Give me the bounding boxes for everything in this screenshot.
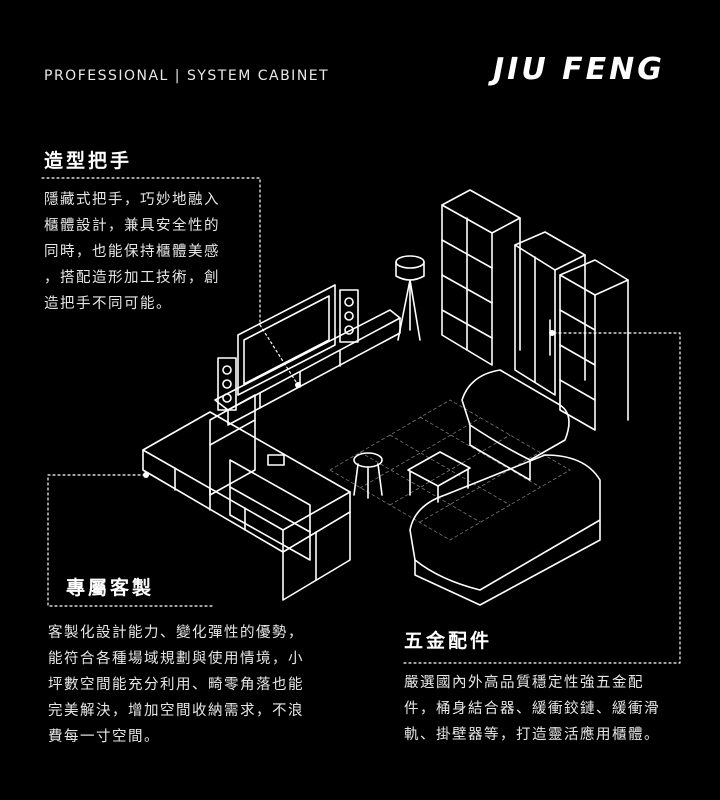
floor-grid <box>329 399 571 541</box>
feature-body-hardware: 嚴選國內外高品質穩定性強五金配 件，桶身結合器、緩衝鉸鏈、緩衝滑 軌、掛壁器等，… <box>404 670 694 748</box>
speaker-right <box>339 289 359 343</box>
body-line: 能符合各種場域規劃與使用情境，小 <box>48 651 304 667</box>
open-shelf-unit <box>142 394 351 601</box>
leader-lines <box>41 177 681 664</box>
body-line: 櫃體設計，兼具安全性的 <box>44 218 220 234</box>
body-line: 件，桶身結合器、緩衝鉸鏈、緩衝滑 <box>404 701 660 717</box>
body-line: ，搭配造形加工技術，創 <box>44 270 220 286</box>
tv <box>237 284 336 396</box>
tv-cabinet <box>214 309 401 426</box>
feature-title-handle: 造型把手 <box>44 150 133 172</box>
armchair <box>461 369 570 481</box>
body-line: 費每一寸空間。 <box>48 729 160 745</box>
body-line: 隱藏式把手，巧妙地融入 <box>44 192 220 208</box>
side-shelf <box>559 259 629 431</box>
body-line: 軌、掛壁器等，打造靈活應用櫃體。 <box>404 727 660 743</box>
feature-title-hardware: 五金配件 <box>404 630 493 652</box>
feature-body-custom: 客製化設計能力、變化彈性的優勢， 能符合各種場域規劃與使用情境，小 坪數空間能充… <box>48 620 353 750</box>
body-line: 造把手不同可能。 <box>44 296 172 312</box>
coffee-table <box>407 451 471 503</box>
brand-logo: JIU FENG <box>493 52 665 87</box>
feature-title-custom: 專屬客製 <box>66 577 155 599</box>
body-line: 完美解決，增加空間收納需求，不浪 <box>48 703 304 719</box>
speaker-left <box>217 357 237 411</box>
body-line: 同時，也能保持櫃體美感 <box>44 244 220 260</box>
wardrobe <box>514 231 586 396</box>
body-line: 嚴選國內外高品質穩定性強五金配 <box>404 675 644 691</box>
stool <box>353 452 383 499</box>
feature-body-handle: 隱藏式把手，巧妙地融入 櫃體設計，兼具安全性的 同時，也能保持櫃體美感 ，搭配造… <box>44 187 254 317</box>
body-line: 客製化設計能力、變化彈性的優勢， <box>48 625 304 641</box>
tagline: PROFESSIONAL | SYSTEM CABINET <box>44 68 330 84</box>
body-line: 坪數空間能充分利用、畸零角落也能 <box>48 677 304 693</box>
floor-lamp <box>395 255 425 341</box>
sofa <box>409 454 601 606</box>
tall-bookshelf <box>441 189 521 366</box>
